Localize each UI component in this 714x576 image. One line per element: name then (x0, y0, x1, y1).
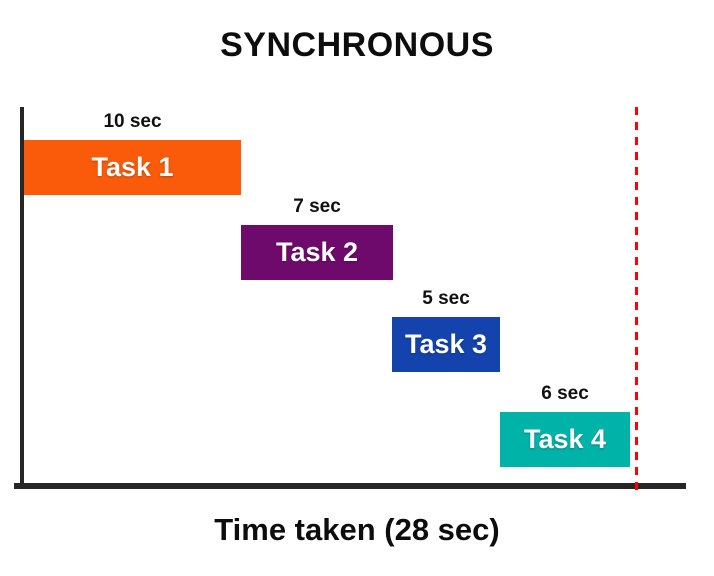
task-duration-label: 10 sec (103, 111, 162, 132)
task-bar: Task 1 (24, 140, 241, 195)
x-axis-label: Time taken (28 sec) (214, 512, 500, 547)
task-bar-label: Task 4 (523, 424, 607, 454)
task-bar: Task 4 (500, 412, 630, 467)
task-bar-label: Task 3 (404, 329, 488, 359)
task-duration-label: 5 sec (422, 288, 470, 309)
task-duration-label: 6 sec (541, 383, 589, 404)
x-axis-line (14, 483, 686, 489)
y-axis-line (20, 107, 24, 488)
task-bar-label: Task 2 (275, 237, 359, 267)
task-duration-label: 7 sec (293, 196, 341, 217)
total-time-dashed-marker-line (635, 107, 638, 492)
diagram-title: SYNCHRONOUS (220, 26, 494, 64)
task-bar-label: Task 1 (91, 152, 174, 182)
task-bar: Task 3 (392, 317, 500, 372)
task-bar: Task 2 (241, 225, 393, 280)
